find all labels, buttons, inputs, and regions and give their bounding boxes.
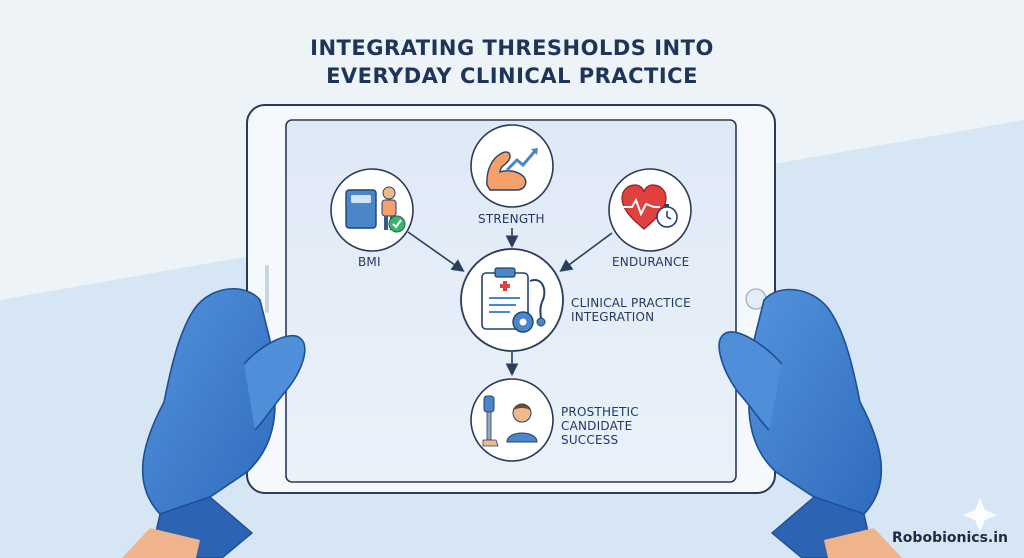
title-line-2: EVERYDAY CLINICAL PRACTICE bbox=[326, 64, 698, 88]
tablet-side-button bbox=[265, 265, 269, 313]
strength-label: STRENGTH bbox=[478, 212, 545, 226]
title-line-1: INTEGRATING THRESHOLDS INTO bbox=[310, 36, 714, 60]
prosthetic-leg-patient-icon bbox=[482, 395, 538, 447]
bmi-node bbox=[330, 168, 414, 252]
integration-node bbox=[460, 248, 564, 352]
success-label-line-3: SUCCESS bbox=[561, 433, 619, 447]
sparkle-icon bbox=[963, 498, 997, 532]
bmi-label: BMI bbox=[358, 255, 381, 269]
success-node bbox=[470, 378, 554, 462]
success-label-line-2: CANDIDATE bbox=[561, 419, 633, 433]
clipboard-stethoscope-gear-icon bbox=[481, 267, 546, 333]
success-label-line-1: PROSTHETIC bbox=[561, 405, 639, 419]
integration-label-line-1: CLINICAL PRACTICE bbox=[571, 296, 691, 310]
integration-label-line-2: INTEGRATION bbox=[571, 310, 655, 324]
flexed-arm-growth-icon bbox=[486, 148, 538, 191]
bmi-scale-person-icon bbox=[345, 186, 406, 233]
flow-arrows bbox=[407, 228, 613, 377]
success-label: PROSTHETIC CANDIDATE SUCCESS bbox=[561, 405, 639, 447]
page-title: INTEGRATING THRESHOLDS INTO EVERYDAY CLI… bbox=[0, 34, 1024, 90]
endurance-label: ENDURANCE bbox=[612, 255, 690, 269]
right-gloved-hand bbox=[718, 288, 902, 558]
brand-watermark: Robobionics.in bbox=[892, 530, 1008, 546]
heart-stopwatch-icon bbox=[618, 184, 678, 230]
left-gloved-hand bbox=[122, 288, 306, 558]
endurance-node bbox=[608, 168, 692, 252]
strength-node bbox=[470, 124, 554, 208]
integration-label: CLINICAL PRACTICE INTEGRATION bbox=[571, 296, 691, 324]
